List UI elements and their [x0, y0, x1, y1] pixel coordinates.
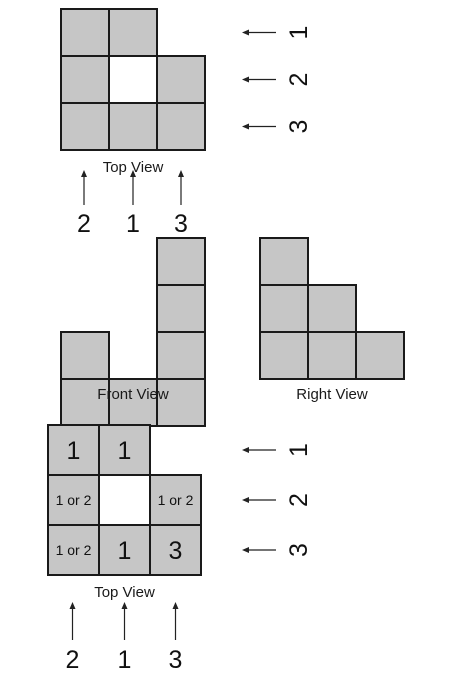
row-arrow-head [242, 76, 249, 83]
column-arrow-head [121, 602, 128, 609]
cube-cell [259, 237, 309, 286]
cell-count-label: 3 [169, 537, 183, 565]
cube-cell [156, 331, 206, 380]
cube-cell [60, 102, 110, 151]
cell-count-label: 1 or 2 [56, 542, 92, 558]
cube-cell [355, 331, 405, 380]
row-label: 3 [285, 120, 313, 134]
column-label: 3 [174, 210, 188, 238]
cell-count-label: 1 [118, 537, 132, 565]
empty-cell [108, 55, 158, 104]
cube-cell [60, 55, 110, 104]
row-label: 3 [285, 543, 313, 557]
cube-cell [307, 284, 357, 333]
cube-cell [108, 8, 158, 57]
view-label: Top View [94, 584, 155, 601]
cube-cell [307, 331, 357, 380]
row-label: 2 [285, 73, 313, 87]
cell-count-label: 1 or 2 [158, 492, 194, 508]
cube-cell [47, 524, 100, 576]
row-arrow-head [242, 547, 249, 553]
cube-cell [259, 331, 309, 380]
cell-count-label: 1 or 2 [56, 492, 92, 508]
row-label: 1 [285, 26, 313, 40]
column-label: 2 [66, 646, 80, 674]
cube-cell [47, 424, 100, 476]
view-label: Top View [103, 159, 164, 176]
cube-cell [156, 55, 206, 104]
row-label: 1 [285, 443, 313, 457]
column-arrow-head [130, 170, 136, 177]
row-label: 2 [285, 493, 313, 507]
column-label: 1 [126, 210, 140, 238]
cube-cell [156, 378, 206, 427]
cube-cell [156, 237, 206, 286]
row-arrow-head [242, 123, 249, 130]
cube-cell [156, 284, 206, 333]
column-arrow-head [172, 602, 179, 609]
row-arrow-head [242, 497, 249, 503]
view-label: Front View [97, 386, 169, 403]
cube-cell [60, 331, 110, 380]
cube-cell [108, 102, 158, 151]
view-label: Right View [296, 386, 368, 403]
column-arrow-head [69, 602, 76, 609]
row-arrow-head [242, 447, 249, 453]
cell-count-label: 1 [118, 437, 132, 465]
column-arrow-head [81, 170, 87, 177]
cell-count-label: 1 [67, 437, 81, 465]
column-label: 3 [169, 646, 183, 674]
column-arrow-head [178, 170, 184, 177]
cube-cell [259, 284, 309, 333]
column-label: 2 [77, 210, 91, 238]
column-label: 1 [118, 646, 132, 674]
cube-cell [149, 524, 202, 576]
cube-cell [156, 102, 206, 151]
cube-cell [47, 474, 100, 526]
empty-cell [98, 474, 151, 526]
row-arrow-head [242, 29, 249, 36]
cube-cell [60, 8, 110, 57]
